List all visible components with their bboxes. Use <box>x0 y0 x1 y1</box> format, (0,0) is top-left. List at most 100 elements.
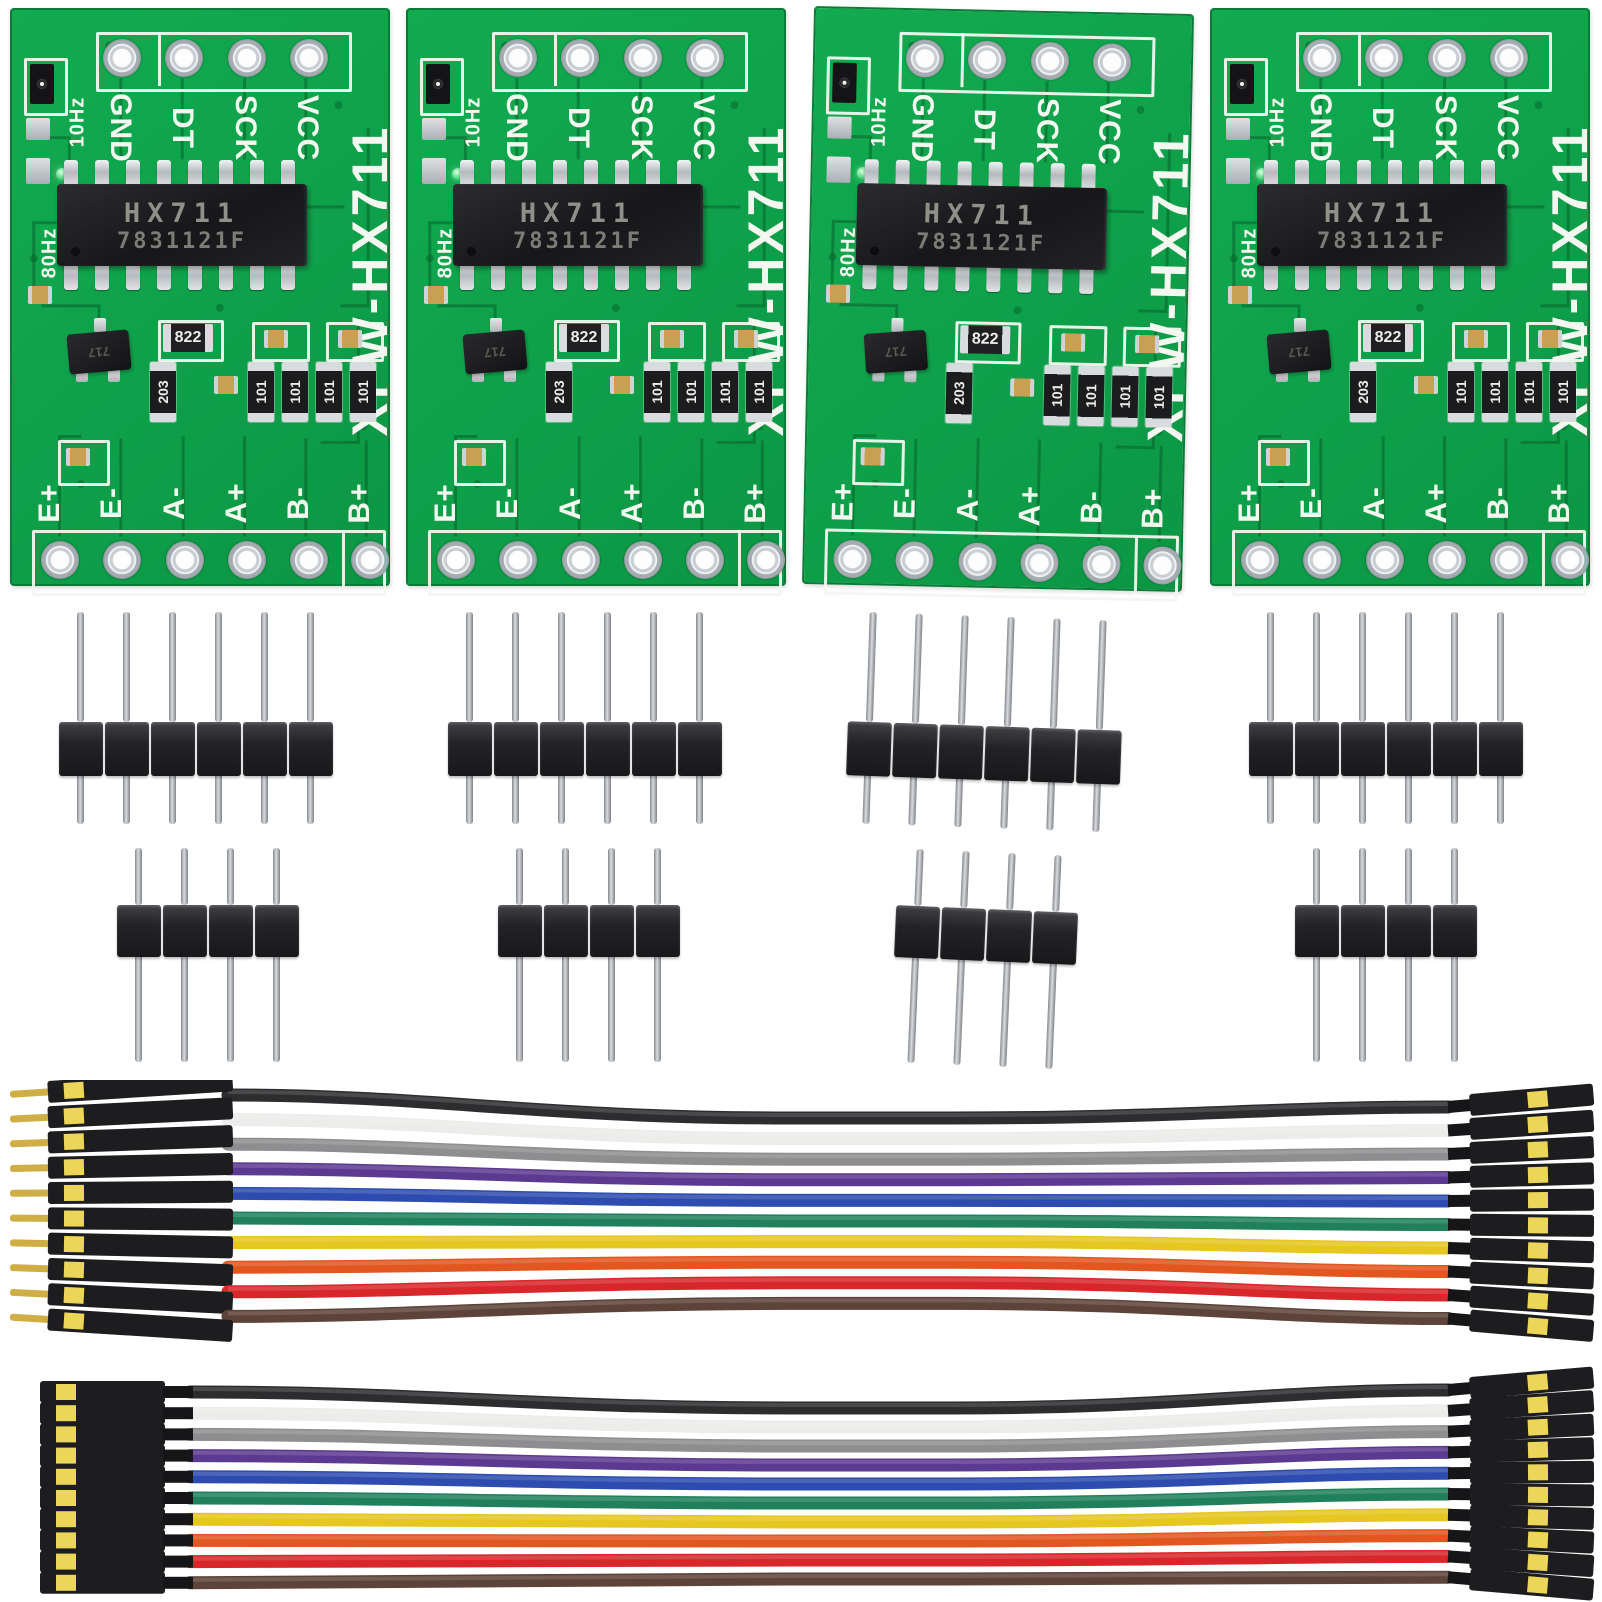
label-patch <box>63 1210 85 1227</box>
resistor-101: 101 <box>1448 362 1474 422</box>
silkscreen-outline <box>326 322 384 362</box>
header-pin <box>1313 848 1320 905</box>
label-patch <box>1527 1166 1549 1184</box>
resistor-101: 101 <box>316 362 342 422</box>
female-connector <box>1447 1083 1595 1116</box>
label-patch <box>1527 1115 1549 1134</box>
pin-header-4pin <box>116 848 300 1062</box>
pin-header-6pin <box>58 612 334 824</box>
resistor-101: 101 <box>1482 362 1508 422</box>
chip-marking-line1: HX711 <box>1323 198 1441 229</box>
jumper-wire-orange <box>183 1529 1455 1548</box>
resistor-value: 822 <box>1374 329 1402 346</box>
male-connector <box>9 1308 234 1342</box>
smd-capacitor <box>1538 330 1562 348</box>
female-connector <box>40 1402 193 1425</box>
header-pin <box>1313 953 1320 1062</box>
header-housing-segment <box>1433 722 1477 776</box>
label-patch <box>1527 1090 1549 1109</box>
label-patch <box>1527 1464 1549 1481</box>
smd-capacitor <box>66 448 90 466</box>
wire-sleeve <box>1447 1508 1473 1522</box>
connector-housing <box>47 1080 234 1103</box>
silkscreen-outline <box>1296 32 1552 92</box>
ic-lead <box>95 263 109 290</box>
wire-sleeve <box>163 1576 193 1589</box>
male-connector <box>9 1097 234 1129</box>
resistor-value: 822 <box>174 329 202 346</box>
header-housing-segment <box>209 905 253 957</box>
ic-lead <box>553 263 567 290</box>
ic-lead <box>281 263 295 290</box>
gold-pin <box>9 1288 52 1298</box>
header-housing-segment <box>163 905 207 957</box>
male-connector <box>9 1180 234 1205</box>
male-connector <box>9 1257 234 1287</box>
male-connector <box>9 1207 234 1231</box>
wire-sleeve <box>163 1492 193 1504</box>
diode-mark <box>1230 64 1254 104</box>
female-connector <box>1447 1525 1595 1554</box>
female-connector <box>40 1444 193 1467</box>
label-patch <box>1527 1373 1549 1392</box>
plated-through-hole <box>499 541 537 579</box>
smd-capacitor <box>1266 448 1290 466</box>
ic-lead <box>1295 160 1309 187</box>
header-pin <box>1313 612 1320 722</box>
gold-pin <box>9 1138 52 1148</box>
label-patch <box>63 1261 85 1279</box>
header-housing-segment <box>255 905 299 957</box>
plated-through-hole <box>351 541 389 579</box>
header-pin <box>135 953 142 1062</box>
female-connector <box>1447 1568 1595 1601</box>
header-pin <box>1405 848 1412 905</box>
jumper-wire-white <box>221 1113 1455 1146</box>
silkscreen-divider <box>1358 32 1361 86</box>
wire-sleeve <box>1447 1571 1473 1586</box>
plated-through-hole <box>41 541 79 579</box>
header-pin <box>1267 612 1274 722</box>
label-patch <box>1527 1217 1549 1234</box>
label-patch <box>63 1184 85 1201</box>
silkscreen-outline <box>158 320 224 362</box>
smd-capacitor <box>1464 330 1488 348</box>
resistor-101: 101 <box>1516 362 1542 422</box>
silkscreen-outline <box>58 440 110 486</box>
ic-lead <box>1388 263 1402 290</box>
header-pin <box>1359 772 1366 824</box>
male-connector <box>9 1232 234 1259</box>
ic-lead <box>1419 263 1433 290</box>
ic-lead <box>188 263 202 290</box>
diode-dot <box>37 79 47 89</box>
ic-lead <box>460 160 474 187</box>
plated-through-hole <box>290 541 328 579</box>
plated-through-hole <box>290 39 328 77</box>
pin1-dot <box>1271 247 1280 256</box>
jumper-wire-brown <box>183 1570 1455 1590</box>
header-pin <box>654 953 661 1062</box>
header-pin <box>516 848 523 905</box>
gold-pin <box>9 1164 52 1173</box>
female-connector <box>40 1487 193 1509</box>
resistor-101: 101 <box>712 362 738 422</box>
female-connector <box>1447 1285 1595 1316</box>
female-connector <box>1447 1366 1595 1399</box>
label-patch <box>63 1235 85 1253</box>
plated-through-hole <box>165 39 203 77</box>
wire-highlight <box>189 1385 1449 1407</box>
resistor-203: 203 <box>546 362 572 422</box>
wire-highlight <box>227 1188 1449 1200</box>
connector-housing <box>47 1097 234 1129</box>
header-pin <box>608 953 615 1062</box>
silkscreen-outline <box>1358 320 1424 362</box>
header-pin <box>562 848 569 905</box>
wire-sleeve <box>1447 1098 1473 1113</box>
jumper-wire-orange <box>221 1255 1455 1278</box>
label-patch <box>1527 1418 1549 1436</box>
pin-header-6pin <box>1248 612 1524 824</box>
header-housing-segment <box>1387 905 1431 957</box>
smd-capacitor <box>660 330 684 348</box>
silkscreen-outline <box>492 32 748 92</box>
